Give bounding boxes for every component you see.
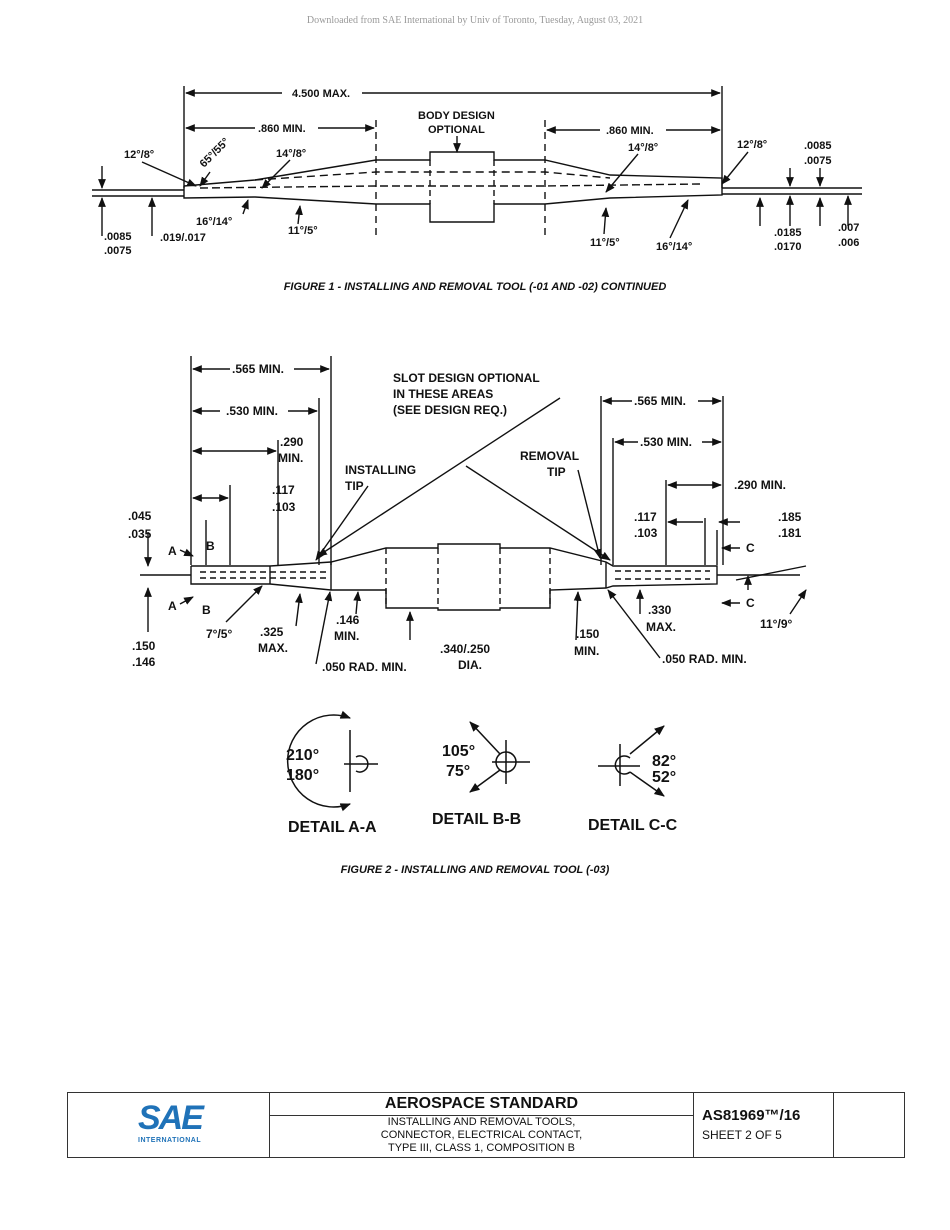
installing-tip-label-2: TIP [345,479,364,493]
dim-r530: .530 MIN. [640,435,692,449]
figure-1-caption: FIGURE 1 - INSTALLING AND REMOVAL TOOL (… [283,281,667,293]
dim-r565: .565 MIN. [634,394,686,408]
dim-l530: .530 MIN. [226,404,278,418]
removal-tip-label-2: TIP [547,465,566,479]
dim-r150b: MIN. [574,644,599,658]
detail-a-angle-min: 180° [286,767,319,784]
section-a-top: A [168,544,177,558]
dim-dia-1: .340/.250 [440,642,490,656]
dim-left-min: .860 MIN. [258,123,306,135]
angle-11-9: 11°/9° [760,617,792,631]
dim-0185: .0185 [774,227,802,239]
dim-019-017: .019/.017 [160,232,206,244]
dim-l150: .150 [132,639,156,653]
section-c-top: C [746,541,755,555]
dim-l565: .565 MIN. [232,362,284,376]
standard-type: AEROSPACE STANDARD [270,1093,693,1116]
detail-a-angle-max: 210° [286,747,319,764]
dim-m146a: .146 [336,613,360,627]
dim-r103: .103 [634,526,658,540]
removal-tip-label: REMOVAL [520,449,579,463]
dim-l290a: .290 [280,435,304,449]
dim-l117: .117 [272,483,295,497]
sae-logo-subtitle: INTERNATIONAL [138,1137,202,1144]
angle-14-8-left: 14°/8° [276,148,306,160]
section-c-bottom: C [746,596,755,610]
doc-number-cell: AS81969™/16 SHEET 2 OF 5 [694,1093,834,1157]
dim-r330b: MAX. [646,620,676,634]
dim-l035: .035 [128,527,152,541]
slot-note-2: IN THESE AREAS [393,387,493,401]
dim-r117: .117 [634,510,657,524]
section-b-top: B [206,539,215,553]
dim-m146b: MIN. [334,629,359,643]
detail-a-title: DETAIL A-A [288,819,377,836]
dim-l146: .146 [132,655,156,669]
detail-b-angle-max: 105° [442,743,475,760]
body-design-label-2: OPTIONAL [428,124,485,136]
dim-rad-left: .050 RAD. MIN. [322,660,407,674]
desc-line-2: CONNECTOR, ELECTRICAL CONTACT, [380,1129,583,1141]
dim-l325a: .325 [260,625,284,639]
title-cell: AEROSPACE STANDARD INSTALLING AND REMOVA… [270,1093,694,1157]
angle-12-8-right: 12°/8° [737,139,767,151]
dim-r150a: .150 [576,627,600,641]
logo-cell: SAE INTERNATIONAL [68,1093,270,1157]
dim-0075-left: .0075 [104,245,132,257]
dim-0075-top: .0075 [804,155,832,167]
dim-right-min: .860 MIN. [606,125,654,137]
angle-16-14-left: 16°/14° [196,216,232,228]
detail-c-angle-min: 52° [652,769,676,786]
dim-l290b: MIN. [278,451,303,465]
title-block: SAE INTERNATIONAL AEROSPACE STANDARD INS… [67,1092,905,1158]
angle-7-5: 7°/5° [206,627,232,641]
slot-note-1: SLOT DESIGN OPTIONAL [393,371,540,385]
section-b-bottom: B [202,603,211,617]
desc-line-3: TYPE III, CLASS 1, COMPOSITION B [387,1142,576,1154]
dim-0085-top: .0085 [804,140,832,152]
desc-line-1: INSTALLING AND REMOVAL TOOLS, [387,1116,576,1128]
dim-0085-left: .0085 [104,231,132,243]
section-details: 210° 180° 105° 75° 82° 52° DETAIL A-A DE… [286,710,678,836]
angle-11-5-left: 11°/5° [288,225,318,237]
body-design-label: BODY DESIGN [418,110,495,122]
section-a-bottom: A [168,599,177,613]
download-watermark: Downloaded from SAE International by Uni… [306,15,644,26]
angle-12-8-left: 12°/8° [124,149,154,161]
angle-14-8-right: 14°/8° [628,142,658,154]
figure-2-caption: FIGURE 2 - INSTALLING AND REMOVAL TOOL (… [340,864,610,876]
detail-c-title: DETAIL C-C [588,817,678,834]
dim-0170: .0170 [774,241,802,253]
dim-006: .006 [838,237,859,249]
detail-b-title: DETAIL B-B [432,811,521,828]
figure-2-drawing: .565 MIN. .530 MIN. .290 MIN. .117 .103 … [128,356,807,674]
dim-r290: .290 MIN. [734,478,786,492]
dim-rad-right: .050 RAD. MIN. [662,652,747,666]
dim-max-length: 4.500 MAX. [292,88,350,100]
angle-16-14-right: 16°/14° [656,241,692,253]
dim-007: .007 [838,222,859,234]
detail-c-angle-max: 82° [652,753,676,770]
dim-l325b: MAX. [258,641,288,655]
dim-r330a: .330 [648,603,672,617]
sae-logo: SAE [138,1099,204,1137]
dim-l045: .045 [128,509,152,523]
dim-l103: .103 [272,500,296,514]
installing-tip-label: INSTALLING [345,463,416,477]
figure-1-drawing: 4.500 MAX. BODY DESIGN OPTIONAL .860 MIN… [92,86,862,257]
blank-cell [834,1093,904,1157]
doc-number: AS81969™/16 [702,1107,801,1124]
standard-description: INSTALLING AND REMOVAL TOOLS, CONNECTOR,… [270,1116,693,1155]
detail-b-angle-min: 75° [446,763,470,780]
slot-note-3: (SEE DESIGN REQ.) [393,403,507,417]
sheet-number: SHEET 2 OF 5 [702,1128,782,1142]
angle-65-55: 65°/55° [198,136,232,170]
dim-r185: .185 [778,510,802,524]
angle-11-5-right: 11°/5° [590,237,620,249]
dim-r181: .181 [778,526,802,540]
dim-dia-2: DIA. [458,658,482,672]
